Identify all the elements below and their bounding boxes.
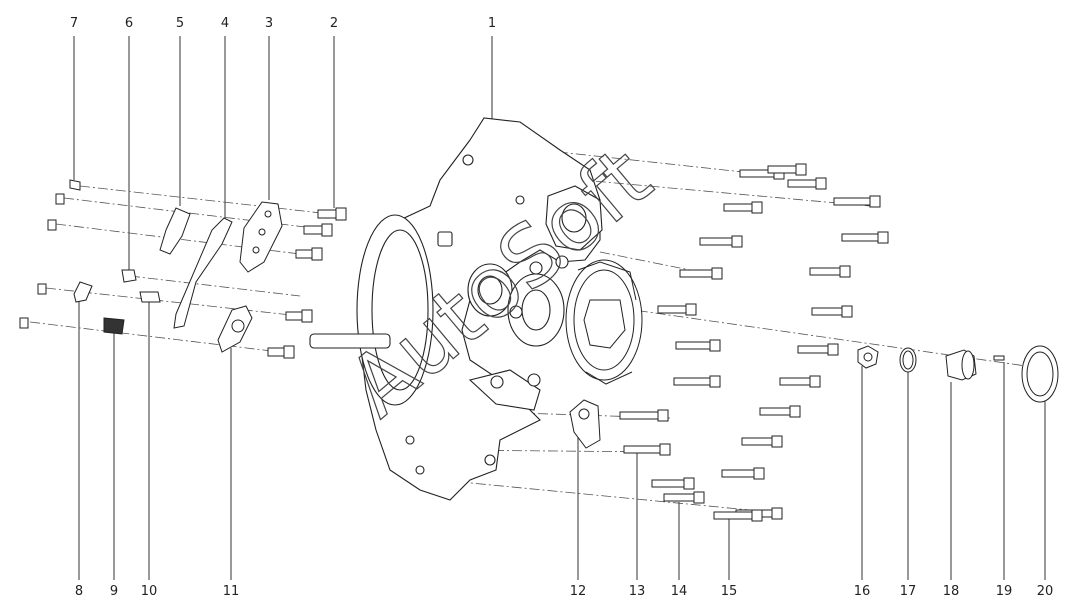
pin-19: [993, 355, 1005, 361]
callout-2: 2: [329, 16, 339, 31]
nut-c: [37, 283, 47, 295]
callout-6: 6: [124, 16, 134, 31]
o-ring-17: [899, 347, 917, 373]
callout-1: 1: [487, 16, 497, 31]
callout-20: 20: [1036, 584, 1054, 599]
callout-4: 4: [220, 16, 230, 31]
bolts-right: [619, 163, 889, 522]
seal-parts: [857, 345, 1059, 403]
seal-20: [1021, 345, 1059, 403]
left-small-parts: [19, 179, 283, 353]
plate-3: [239, 201, 283, 273]
nut-6: [121, 269, 137, 283]
callout-5: 5: [175, 16, 185, 31]
nut-d: [19, 317, 29, 329]
callout-19: 19: [995, 584, 1013, 599]
output-flange: [565, 259, 643, 385]
bracket-12: [569, 399, 601, 449]
clip-8: [73, 281, 93, 303]
leader-lines: [73, 36, 1046, 580]
callout-14: 14: [670, 584, 688, 599]
spring-9: [103, 317, 125, 335]
callout-13: 13: [628, 584, 646, 599]
callout-9: 9: [109, 584, 119, 599]
bracket-4: [173, 217, 233, 329]
callout-18: 18: [942, 584, 960, 599]
callout-12: 12: [569, 584, 587, 599]
callout-11: 11: [222, 584, 240, 599]
callout-7: 7: [69, 16, 79, 31]
bracket-5: [159, 207, 191, 255]
gearbox-housing: [309, 117, 603, 501]
callout-16: 16: [853, 584, 871, 599]
bolts-left: [267, 207, 347, 359]
callout-8: 8: [74, 584, 84, 599]
bolt-10: [139, 291, 161, 303]
callout-15: 15: [720, 584, 738, 599]
nut-b: [47, 219, 57, 231]
callout-3: 3: [264, 16, 274, 31]
nut-a: [55, 193, 65, 205]
callout-10: 10: [140, 584, 158, 599]
nut-7: [69, 179, 81, 191]
callout-17: 17: [899, 584, 917, 599]
